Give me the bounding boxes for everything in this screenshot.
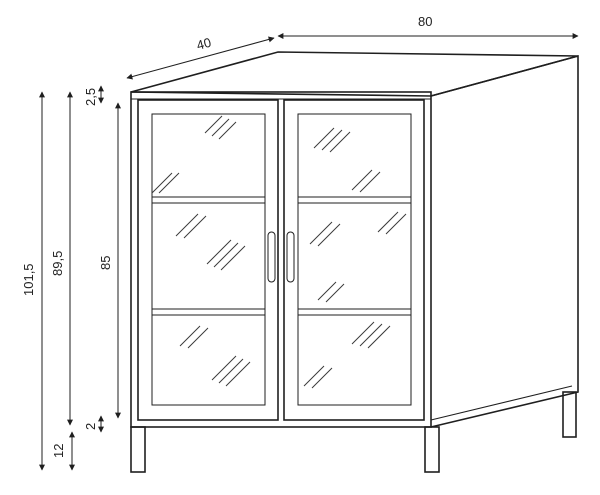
cabinet-front xyxy=(130,91,432,428)
door-right xyxy=(283,99,425,421)
depth-label: 40 xyxy=(195,35,213,53)
legs-height-dimension: 12 xyxy=(51,431,75,471)
body-height-label: 89,5 xyxy=(50,251,65,276)
cabinet-body xyxy=(130,51,579,428)
cabinet-side xyxy=(430,54,579,428)
door-left xyxy=(137,99,279,421)
width-label: 80 xyxy=(418,14,432,29)
body-height-dimension: 89,5 xyxy=(50,91,73,426)
total-height-dimension: 101,5 xyxy=(21,91,45,471)
leg-back-right xyxy=(562,391,577,438)
legs-height-label: 12 xyxy=(51,444,66,458)
width-dimension: 80 xyxy=(277,14,579,39)
total-height-label: 101,5 xyxy=(21,263,36,296)
bottom-gap-dimension: 2 xyxy=(83,415,104,433)
glass-reflections xyxy=(151,115,407,389)
bottom-gap-label: 2 xyxy=(83,423,98,430)
leg-front-left xyxy=(130,426,146,473)
door-height-label: 85 xyxy=(98,256,113,270)
top-gap-label: 2,5 xyxy=(83,88,98,106)
depth-dimension: 40 xyxy=(126,35,275,80)
door-height-dimension: 85 xyxy=(98,102,121,419)
right-handle xyxy=(286,231,295,283)
leg-front-right xyxy=(424,426,440,473)
handles xyxy=(267,231,295,283)
top-gap-dimension: 2,5 xyxy=(83,85,104,106)
legs xyxy=(130,391,577,473)
left-handle xyxy=(267,231,276,283)
